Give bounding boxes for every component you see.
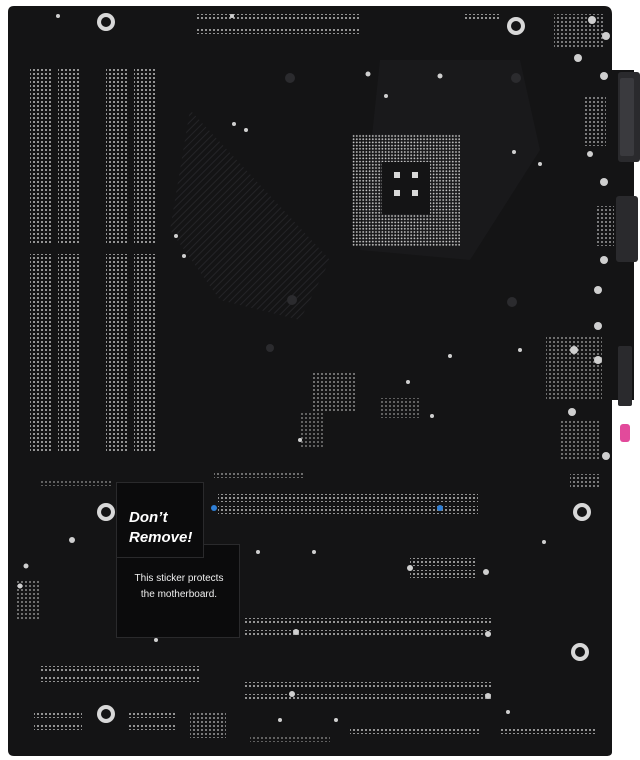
sticker-body-line-2: the motherboard. — [140, 589, 218, 600]
sticker-heading-line-2: Remove! — [129, 529, 193, 546]
sticker-panel-top: Don’t Remove! — [116, 482, 204, 558]
sticker-panel-bottom: This sticker protects the motherboard. — [116, 544, 240, 638]
sticker-heading-line-1: Don’t — [129, 509, 168, 526]
audio-jack — [620, 424, 630, 442]
cpu-socket-solder — [352, 134, 460, 246]
pcie-slot-solder — [211, 494, 492, 701]
io-connector — [616, 196, 638, 262]
chipset-solder — [300, 372, 420, 448]
io-connector — [620, 78, 634, 156]
io-connector — [618, 346, 632, 406]
memory-slot-solder — [30, 68, 156, 452]
sticker-body-line-1: This sticker protects — [134, 573, 224, 584]
header-pins — [34, 666, 596, 738]
pcb-trace-shading — [170, 110, 330, 320]
pad-cluster — [40, 472, 330, 742]
mounting-holes — [97, 13, 591, 723]
scattered-solder-points — [17, 14, 610, 722]
